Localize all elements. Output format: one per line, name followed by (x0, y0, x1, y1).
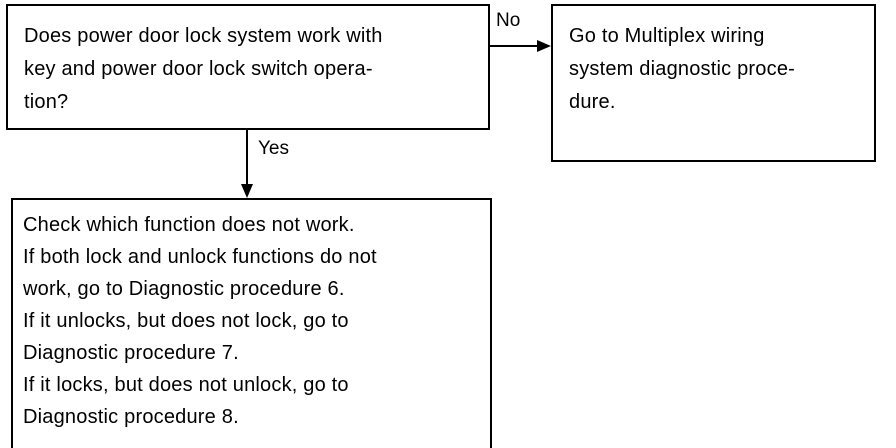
question-line: tion? (24, 91, 69, 113)
question-line: key and power door lock switch opera- (24, 58, 373, 80)
no-branch-line: Go to Multiplex wiring (569, 25, 765, 47)
yes-branch-label: Yes (258, 138, 289, 159)
yes-branch-line: If it unlocks, but does not lock, go to (23, 310, 349, 332)
yes-branch-box: Check which function does not work. If b… (11, 198, 492, 448)
yes-branch-line: Diagnostic procedure 7. (23, 342, 239, 364)
question-line: Does power door lock system work with (24, 25, 383, 47)
no-branch-line: dure. (569, 91, 616, 113)
no-arrowhead (537, 40, 551, 52)
yes-branch-line: Check which function does not work. (23, 214, 355, 236)
no-branch-label: No (496, 10, 521, 31)
yes-branch-line: Diagnostic procedure 8. (23, 406, 239, 428)
yes-arrowhead (241, 184, 253, 198)
question-box: Does power door lock system work with ke… (6, 4, 490, 130)
yes-branch-line: If it locks, but does not unlock, go to (23, 374, 349, 396)
yes-branch-line: work, go to Diagnostic procedure 6. (23, 278, 345, 300)
no-branch-box: Go to Multiplex wiring system diagnostic… (551, 4, 876, 162)
no-branch-line: system diagnostic proce- (569, 58, 796, 80)
yes-branch-line: If both lock and unlock functions do not (23, 246, 377, 268)
